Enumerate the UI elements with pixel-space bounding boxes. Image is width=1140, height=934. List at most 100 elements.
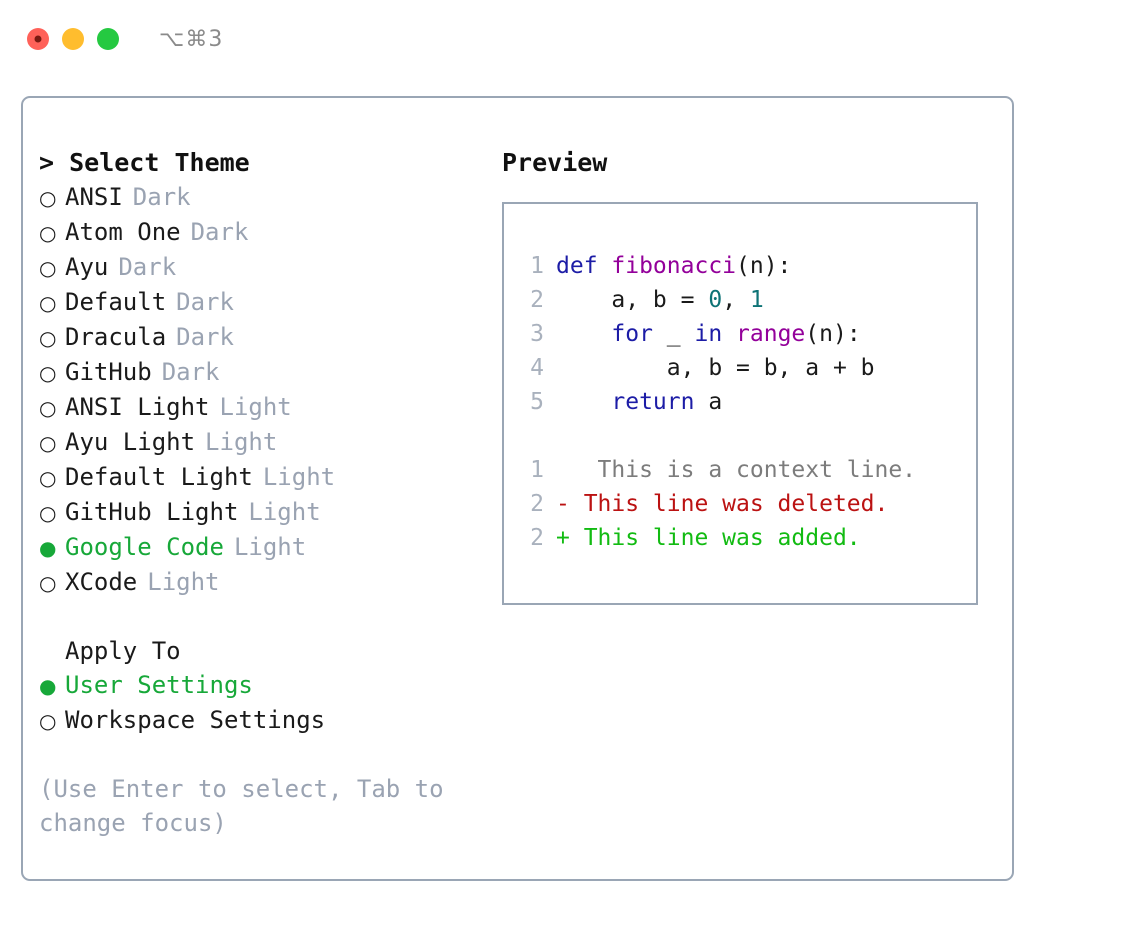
radio-unselected-icon: ○: [39, 396, 57, 420]
theme-option-github-light[interactable]: ○ GitHub Light Light: [39, 495, 479, 530]
code-line-text: a, b = 0, 1: [556, 283, 763, 317]
diff-line-del: 2 - This line was deleted.: [504, 487, 976, 521]
radio-unselected-icon: ○: [39, 571, 57, 595]
theme-option-variant: Dark: [190, 218, 249, 246]
diff-sample: 1 This is a context line. 2 - This line wa…: [504, 453, 976, 555]
radio-unselected-icon: ○: [39, 501, 57, 525]
theme-option-ayu[interactable]: ○ Ayu Dark: [39, 250, 479, 285]
line-number: 2: [530, 491, 544, 517]
radio-unselected-icon: ○: [39, 431, 57, 455]
radio-unselected-icon: ○: [39, 466, 57, 490]
code-line: 2 a, b = 0, 1: [504, 283, 976, 317]
theme-option-variant: Light: [262, 463, 336, 491]
theme-option-atom-one[interactable]: ○ Atom One Dark: [39, 215, 479, 250]
traffic-light-buttons: [27, 28, 119, 50]
code-line-text: for _ in range(n):: [556, 317, 860, 351]
theme-option-label: Default: [65, 288, 167, 316]
line-number: 1: [530, 253, 544, 279]
code-token-kw: in: [694, 321, 723, 347]
theme-option-label: Default Light: [65, 463, 253, 491]
code-token-pln: a: [694, 389, 723, 415]
preview-title: Preview: [502, 148, 608, 177]
theme-option-default-light[interactable]: ○ Default Light Light: [39, 460, 479, 495]
theme-option-label: GitHub: [65, 358, 152, 386]
theme-option-label: GitHub Light: [65, 498, 239, 526]
line-number: 4: [530, 355, 544, 381]
apply-to-option-workspace-settings[interactable]: ○ Workspace Settings: [39, 703, 479, 738]
diff-line-text: This is a context line.: [556, 457, 917, 483]
line-number: 2: [530, 525, 544, 551]
radio-unselected-icon: ○: [39, 326, 57, 350]
code-line: 3 for _ in range(n):: [504, 317, 976, 351]
code-line-text: return a: [556, 385, 722, 419]
theme-option-ayu-light[interactable]: ○ Ayu Light Light: [39, 425, 479, 460]
diff-line-text: - This line was deleted.: [556, 491, 889, 517]
spacer: [39, 600, 479, 634]
minimize-button[interactable]: [62, 28, 84, 50]
theme-option-variant: Light: [233, 533, 307, 561]
theme-option-github[interactable]: ○ GitHub Dark: [39, 355, 479, 390]
code-token-kw: def: [556, 253, 612, 279]
radio-unselected-icon: ○: [39, 221, 57, 245]
diff-line-context: 1 This is a context line.: [504, 453, 976, 487]
theme-option-label: Atom One: [65, 218, 181, 246]
apply-to-header: Apply To: [65, 637, 181, 665]
diff-line-text: + This line was added.: [556, 525, 861, 551]
line-number: 2: [530, 287, 544, 313]
radio-unselected-icon: ○: [39, 709, 57, 733]
code-token-kw: return: [611, 389, 695, 415]
maximize-button[interactable]: [97, 28, 119, 50]
code-line-text: def fibonacci(n):: [556, 249, 791, 283]
theme-option-ansi-light[interactable]: ○ ANSI Light Light: [39, 390, 479, 425]
radio-unselected-icon: ○: [39, 291, 57, 315]
theme-option-variant: Light: [205, 428, 278, 456]
code-line: 5 return a: [504, 385, 976, 419]
window-titlebar: ⌥⌘3: [0, 0, 1140, 78]
code-token-num: 0: [708, 287, 723, 313]
apply-to-option-label: User Settings: [65, 671, 253, 699]
code-line: 4 a, b = b, a + b: [504, 351, 976, 385]
theme-option-dracula[interactable]: ○ Dracula Dark: [39, 320, 479, 355]
keyboard-hint-text: (Use Enter to select, Tab to change focu…: [39, 775, 444, 837]
radio-selected-icon: ●: [39, 674, 57, 698]
line-number: 1: [530, 457, 544, 483]
radio-selected-icon: ●: [39, 536, 57, 560]
theme-option-variant: Dark: [118, 253, 177, 281]
theme-option-label: XCode: [65, 568, 138, 596]
line-number: 3: [530, 321, 544, 347]
code-token-pln: [556, 389, 611, 415]
theme-option-variant: Dark: [176, 323, 234, 351]
code-token-fn: range: [736, 321, 806, 347]
code-token-pln: a, b = b, a + b: [556, 355, 875, 381]
code-token-pln: (n):: [736, 253, 792, 279]
select-theme-header: > Select Theme: [39, 148, 250, 177]
theme-option-label: Ayu Light: [65, 428, 196, 456]
theme-option-label: Dracula: [65, 323, 167, 351]
code-token-pln: ,: [722, 287, 750, 313]
theme-option-variant: Light: [219, 393, 292, 421]
code-token-pln: _: [652, 321, 695, 347]
apply-to-option-user-settings[interactable]: ● User Settings: [39, 668, 479, 703]
radio-unselected-icon: ○: [39, 256, 57, 280]
apply-to-option-label: Workspace Settings: [65, 706, 326, 734]
theme-option-label: Ayu: [65, 253, 109, 281]
code-token-pln: [556, 321, 611, 347]
radio-unselected-icon: ○: [39, 186, 57, 210]
theme-option-variant: Dark: [161, 358, 220, 386]
theme-option-label: ANSI Light: [65, 393, 210, 421]
radio-unselected-icon: ○: [39, 361, 57, 385]
close-button[interactable]: [27, 28, 49, 50]
spacer: [504, 419, 976, 453]
line-number: 5: [530, 389, 544, 415]
theme-option-variant: Light: [248, 498, 321, 526]
code-line-text: a, b = b, a + b: [556, 351, 875, 385]
